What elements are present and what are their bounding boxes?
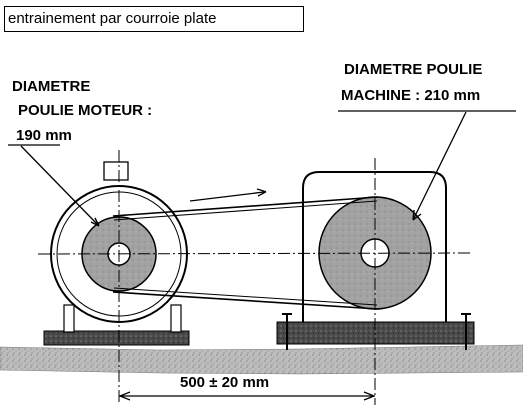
center-line-horizontal (37, 252, 471, 255)
motor-pulley-label-line2: POULIE MOTEUR : (18, 102, 153, 119)
center-distance-label: 500 ± 20 mm (180, 374, 270, 391)
ground (0, 344, 523, 375)
motor-pulley-label-line1: DIAMETRE (12, 78, 91, 95)
motor-base (43, 330, 190, 346)
motor-housing (50, 185, 188, 323)
motor-leader-line (20, 145, 99, 226)
belt-direction-arrow (189, 191, 265, 202)
motor-foot-right (170, 304, 182, 333)
motor-hub (107, 242, 131, 266)
dimension-arrowhead-right (363, 391, 375, 401)
belt-top-run-inner (113, 200, 378, 221)
motor-housing-inner (56, 191, 182, 317)
motor-pulley (81, 216, 157, 292)
belt-bottom-run-inner (113, 287, 378, 306)
belt-direction-arrowhead (256, 188, 267, 197)
motor-terminal-box (103, 161, 129, 181)
machine-pulley-label-line1: DIAMETRE POULIE (344, 61, 483, 78)
motor-foot-left (63, 304, 75, 333)
belt-bottom-run (112, 291, 379, 310)
diagram-title: entrainement par courroie plate (4, 6, 304, 32)
machine-pulley-label-line2: MACHINE : 210 mm (341, 87, 481, 104)
motor-pulley-label-line3: 190 mm (16, 127, 72, 144)
machine-leader-arrowhead (412, 209, 422, 221)
machine-pulley (318, 196, 432, 310)
machine-leader-line (413, 111, 467, 219)
motor-leader-arrowhead (90, 217, 100, 227)
dimension-arrowhead-left (119, 391, 131, 401)
machine-hub (360, 238, 390, 268)
belt-top-run (112, 196, 379, 217)
machine-base (276, 321, 475, 345)
machine-frame (302, 171, 447, 325)
